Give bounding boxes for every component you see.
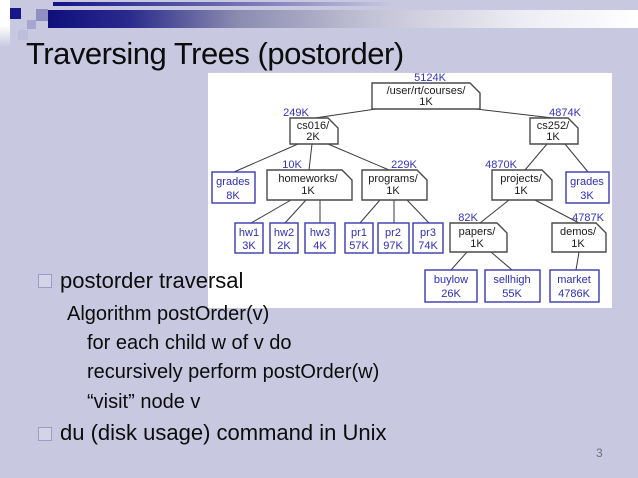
- node-market-name: market: [557, 274, 591, 286]
- node-pr1-shape: [344, 222, 374, 254]
- node-cs016-name: cs016/: [297, 120, 330, 132]
- node-pr2-size: 97K: [383, 240, 403, 252]
- node-demos-size: 1K: [571, 238, 585, 250]
- node-sellhigh-name: sellhigh: [493, 274, 530, 286]
- node-projects-size: 1K: [514, 185, 528, 197]
- du-label-homeworks: 10K: [282, 159, 302, 171]
- deco-square-light: [27, 20, 36, 29]
- node-cs252-shape: [529, 117, 579, 145]
- bullet-square-1: [38, 274, 52, 288]
- node-pr3-name: pr3: [420, 227, 436, 239]
- node-root-name: /user/rt/courses/: [387, 85, 467, 97]
- algorithm-step-1: for each child w of v do: [87, 332, 292, 354]
- header-white-strip: [0, 0, 10, 47]
- node-papers-shape: [449, 222, 508, 253]
- node-hw1-name: hw1: [239, 227, 259, 239]
- node-grades-right-size: 3K: [580, 190, 594, 202]
- node-programs-size: 1K: [386, 185, 400, 197]
- page-number: 3: [596, 446, 603, 460]
- du-label-programs: 229K: [391, 159, 417, 171]
- node-papers-size: 1K: [470, 238, 484, 250]
- node-buylow-shape: [424, 269, 478, 303]
- node-grades-left-shape: [211, 171, 256, 204]
- node-pr1-size: 57K: [349, 240, 369, 252]
- header-thin-line: [53, 2, 638, 6]
- du-label-cs016: 249K: [283, 107, 309, 119]
- node-hw1-shape: [234, 222, 264, 254]
- node-buylow-size: 26K: [441, 288, 461, 300]
- node-pr2-name: pr2: [385, 227, 401, 239]
- algorithm-title: Algorithm postOrder(v): [67, 303, 270, 325]
- deco-square-navy: [10, 8, 21, 19]
- slide-title: Traversing Trees (postorder): [26, 36, 404, 71]
- node-hw3-name: hw3: [310, 227, 330, 239]
- node-root-shape: [371, 82, 481, 110]
- header-gradient-bar: [48, 10, 638, 28]
- node-sellhigh-size: 55K: [502, 288, 522, 300]
- node-hw2-shape: [269, 222, 299, 254]
- node-projects-shape: [491, 169, 553, 201]
- tree-diagram: 5124K 249K 4874K 10K 229K 4870K 82K 4787…: [211, 73, 610, 303]
- node-projects-name: projects/: [500, 173, 543, 185]
- node-hw1-size: 3K: [242, 240, 256, 252]
- du-label-root: 5124K: [414, 73, 446, 84]
- node-programs-name: programs/: [368, 173, 418, 185]
- tree-image-panel: 5124K 249K 4874K 10K 229K 4870K 82K 4787…: [208, 73, 612, 308]
- node-cs016-shape: [289, 117, 339, 145]
- algorithm-step-2: recursively perform postOrder(w): [87, 361, 380, 383]
- bullet-square-2: [38, 427, 52, 441]
- node-cs252-name: cs252/: [537, 120, 570, 132]
- node-hw2-size: 2K: [277, 240, 291, 252]
- node-pr3-size: 74K: [418, 240, 438, 252]
- node-market-shape: [549, 269, 600, 303]
- algorithm-step-3: “visit” node v: [87, 391, 201, 413]
- node-hw3-shape: [304, 222, 336, 254]
- node-cs252-size: 1K: [546, 131, 560, 143]
- node-demos-name: demos/: [560, 226, 597, 238]
- bullet-2-text: du (disk usage) command in Unix: [60, 420, 387, 445]
- node-grades-left-size: 8K: [226, 190, 240, 202]
- node-cs016-size: 2K: [306, 131, 320, 143]
- node-pr3-shape: [412, 222, 444, 254]
- node-homeworks-name: homeworks/: [278, 173, 338, 185]
- node-sellhigh-shape: [484, 269, 541, 303]
- node-grades-right-shape: [565, 171, 610, 204]
- deco-square-lighter: [18, 30, 28, 40]
- du-label-projects: 4870K: [485, 159, 517, 171]
- du-label-cs252: 4874K: [549, 107, 581, 119]
- bullet-1-text: postorder traversal: [60, 268, 244, 293]
- node-papers-name: papers/: [459, 226, 497, 238]
- node-hw2-name: hw2: [274, 227, 294, 239]
- du-label-papers: 82K: [458, 212, 478, 224]
- node-pr2-shape: [377, 222, 410, 254]
- tree-edges: [233, 108, 589, 271]
- du-label-demos: 4787K: [572, 212, 604, 224]
- node-buylow-name: buylow: [434, 274, 468, 286]
- node-grades-left-name: grades: [216, 176, 250, 188]
- node-homeworks-size: 1K: [301, 185, 315, 197]
- deco-square-medium: [36, 9, 48, 21]
- node-pr1-name: pr1: [351, 227, 367, 239]
- node-hw3-size: 4K: [313, 240, 327, 252]
- node-demos-shape: [551, 222, 607, 253]
- node-programs-shape: [361, 169, 428, 201]
- node-root-size: 1K: [419, 96, 433, 108]
- node-homeworks-shape: [266, 169, 353, 201]
- node-market-size: 4786K: [558, 288, 590, 300]
- node-grades-right-name: grades: [570, 176, 604, 188]
